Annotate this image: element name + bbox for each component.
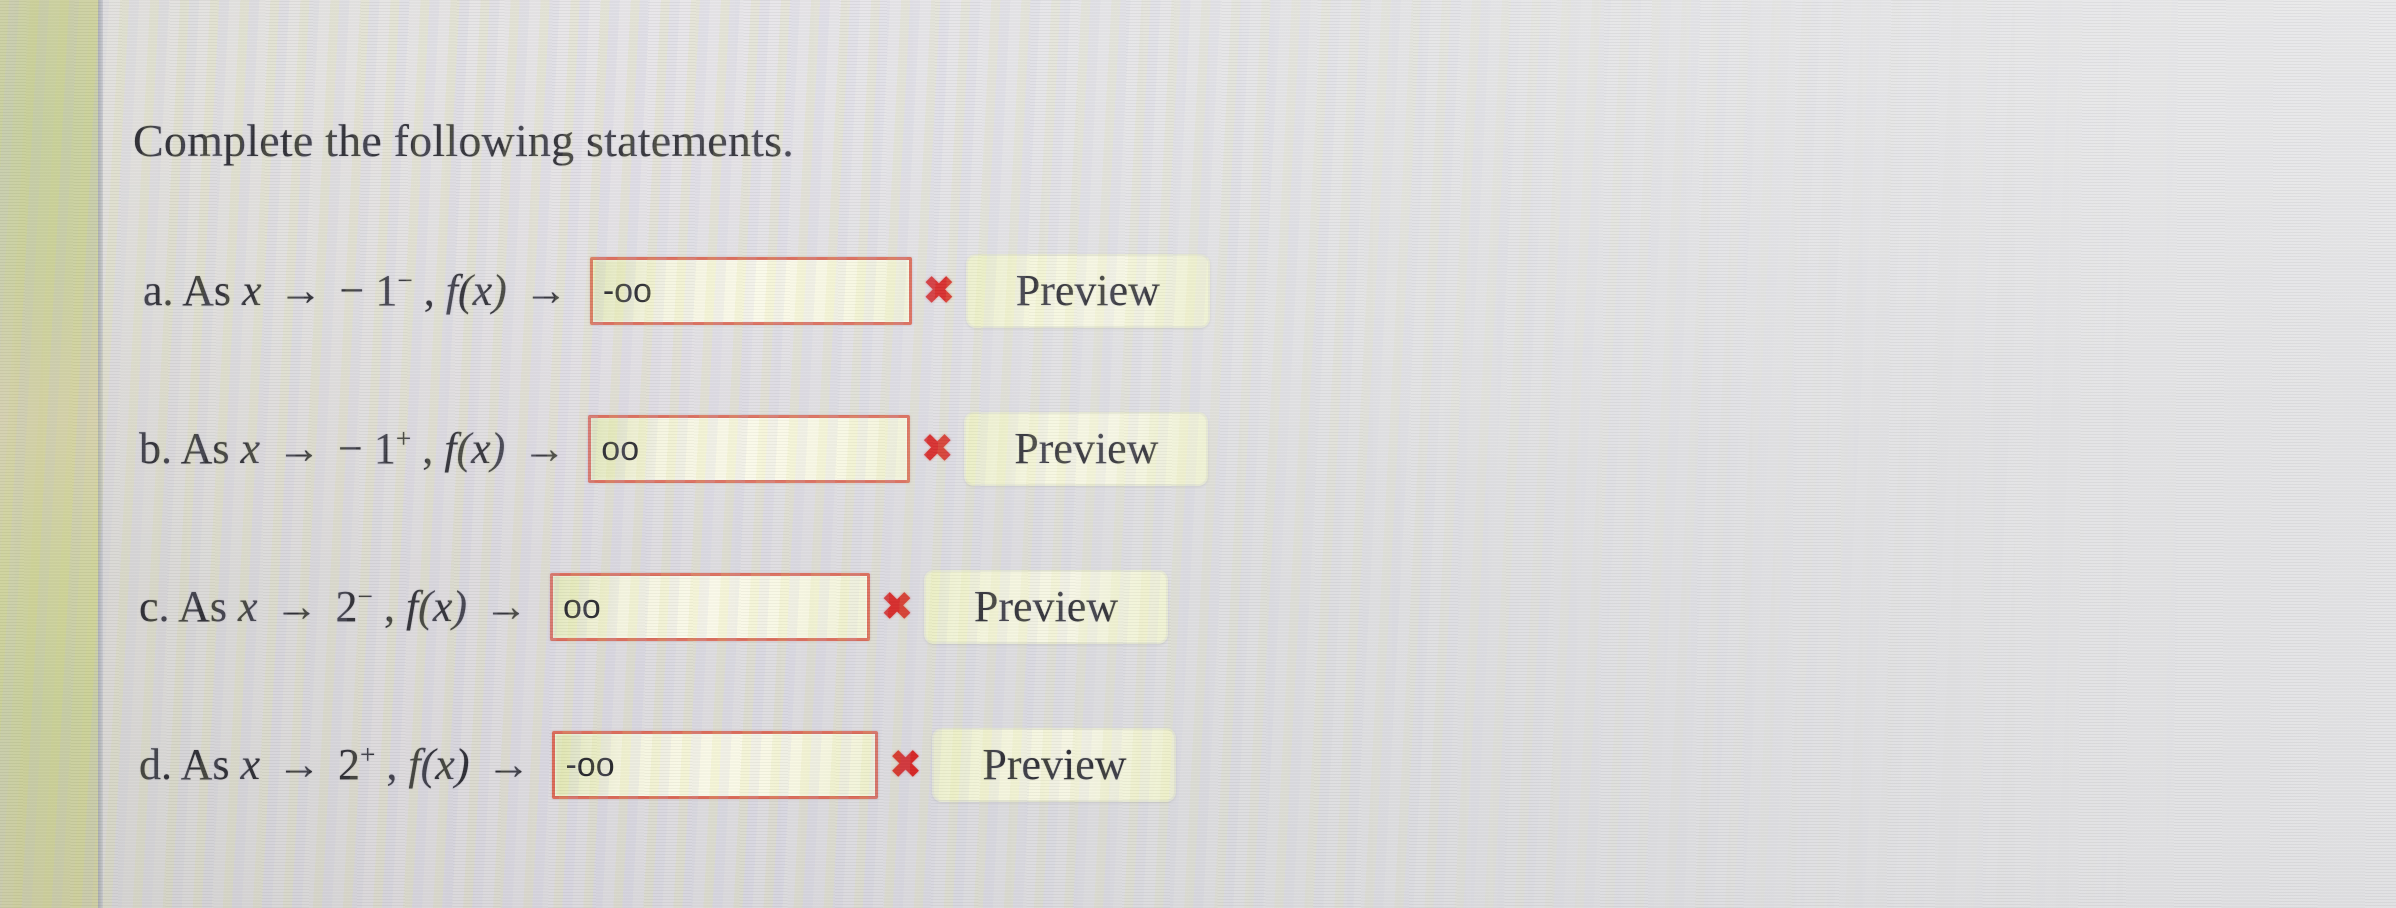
- statement-d-side-superscript: +: [360, 739, 376, 770]
- preview-button-c[interactable]: Preview: [924, 570, 1168, 644]
- statement-d-expression: d. As x → 2+ , f(x) →: [139, 740, 536, 789]
- statement-c-side-superscript: −: [357, 581, 373, 612]
- page-left-divider: [98, 0, 103, 908]
- statement-d-variable: x: [240, 740, 261, 789]
- page-left-edge-strip: [0, 0, 98, 908]
- statement-c-expression: c. As x → 2− , f(x) →: [139, 582, 534, 631]
- statement-a-arrow2-icon: →: [523, 266, 568, 315]
- statement-row-d: d. As x → 2+ , f(x) → ✖ Preview: [139, 728, 1177, 802]
- statement-c-comma: ,: [383, 582, 395, 631]
- document-content-area: Complete the following statements. a. As…: [103, 0, 2396, 908]
- statement-d-prefix: As: [180, 740, 230, 789]
- preview-button-a[interactable]: Preview: [965, 254, 1210, 328]
- answer-input-c[interactable]: [550, 573, 870, 641]
- statement-d-marker: d.: [139, 740, 172, 789]
- statement-b-prefix: As: [180, 424, 230, 473]
- statement-c-prefix: As: [178, 582, 228, 631]
- statement-row-a: a. As x → − 1− , f(x) → ✖ Preview: [143, 254, 1210, 328]
- statement-a-side-superscript: −: [397, 265, 413, 296]
- error-star-icon-d[interactable]: ✖: [888, 742, 923, 788]
- statement-b-function: f(x): [444, 424, 506, 473]
- statement-c-arrow-icon: →: [274, 582, 319, 631]
- statement-c-variable: x: [238, 582, 258, 631]
- error-star-icon-a[interactable]: ✖: [922, 268, 956, 314]
- statement-row-b: b. As x → − 1+ , f(x) → ✖ Preview: [139, 412, 1209, 486]
- statement-c-limit-point: 2: [335, 582, 358, 631]
- answer-input-a[interactable]: [589, 257, 912, 325]
- statement-b-limit-point: − 1: [338, 424, 396, 473]
- statement-b-arrow2-icon: →: [522, 424, 567, 473]
- preview-button-b[interactable]: Preview: [964, 412, 1209, 486]
- statement-b-expression: b. As x → − 1+ , f(x) →: [139, 424, 572, 473]
- statement-b-comma: ,: [422, 424, 434, 473]
- answer-input-d[interactable]: [552, 731, 879, 799]
- statement-d-arrow2-icon: →: [486, 740, 531, 789]
- error-star-icon-b[interactable]: ✖: [920, 426, 955, 472]
- statement-a-prefix: As: [182, 266, 232, 315]
- statement-d-function: f(x): [408, 740, 470, 789]
- statement-c-arrow2-icon: →: [484, 582, 528, 631]
- answer-input-b[interactable]: [588, 415, 911, 483]
- statement-a-limit-point: − 1: [339, 266, 398, 315]
- statement-a-expression: a. As x → − 1− , f(x) →: [143, 266, 574, 315]
- statement-b-arrow-icon: →: [277, 424, 322, 473]
- statement-a-marker: a.: [143, 266, 174, 315]
- statement-c-function: f(x): [405, 582, 467, 631]
- statement-b-marker: b.: [139, 424, 172, 473]
- error-star-icon-c[interactable]: ✖: [880, 584, 914, 630]
- statement-d-comma: ,: [386, 740, 398, 789]
- statement-row-c: c. As x → 2− , f(x) → ✖ Preview: [139, 570, 1168, 644]
- statement-c-marker: c.: [139, 582, 170, 631]
- preview-button-d[interactable]: Preview: [932, 728, 1177, 802]
- statement-d-limit-point: 2: [338, 740, 361, 789]
- statement-b-side-superscript: +: [395, 423, 412, 454]
- statement-b-variable: x: [240, 424, 261, 473]
- page-title: Complete the following statements.: [133, 115, 794, 166]
- statement-a-variable: x: [242, 266, 262, 315]
- statement-a-comma: ,: [423, 266, 435, 315]
- statement-d-arrow-icon: →: [277, 740, 322, 789]
- statement-a-arrow-icon: →: [278, 266, 323, 315]
- statement-a-function: f(x): [445, 266, 507, 315]
